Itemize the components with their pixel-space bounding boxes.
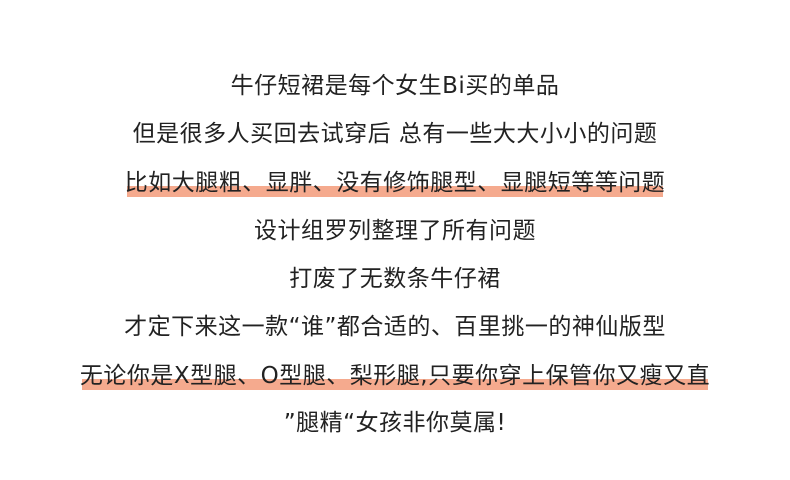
text-line-8: ”腿精“女孩非你莫属! xyxy=(0,408,790,438)
text-line-3-content: 比如大腿粗、显胖、没有修饰腿型、显腿短等等问题 xyxy=(124,170,666,197)
text-line-1-content: 牛仔短裙是每个女生Bi买的单品 xyxy=(230,73,560,99)
text-line-2: 但是很多人买回去试穿后 总有一些大大小小的问题 xyxy=(0,119,790,149)
text-line-7-content: 无论你是X型腿、O型腿、梨形腿,只要你穿上保管你又瘦又直 xyxy=(79,363,711,390)
text-line-4-content: 设计组罗列整理了所有问题 xyxy=(254,218,536,244)
text-line-4: 设计组罗列整理了所有问题 xyxy=(0,216,790,246)
text-line-5-content: 打废了无数条牛仔裙 xyxy=(289,266,501,292)
text-line-5: 打废了无数条牛仔裙 xyxy=(0,264,790,294)
text-line-6: 才定下来这一款“谁”都合适的、百里挑一的神仙版型 xyxy=(0,312,790,342)
text-line-1: 牛仔短裙是每个女生Bi买的单品 xyxy=(0,71,790,101)
text-line-8-content: ”腿精“女孩非你莫属! xyxy=(283,410,507,436)
text-line-3-highlighted: 比如大腿粗、显胖、没有修饰腿型、显腿短等等问题 xyxy=(0,168,790,198)
text-line-7-highlighted: 无论你是X型腿、O型腿、梨形腿,只要你穿上保管你又瘦又直 xyxy=(0,361,790,391)
text-line-2-content: 但是很多人买回去试穿后 总有一些大大小小的问题 xyxy=(132,121,658,147)
text-line-6-content: 才定下来这一款“谁”都合适的、百里挑一的神仙版型 xyxy=(124,314,666,340)
